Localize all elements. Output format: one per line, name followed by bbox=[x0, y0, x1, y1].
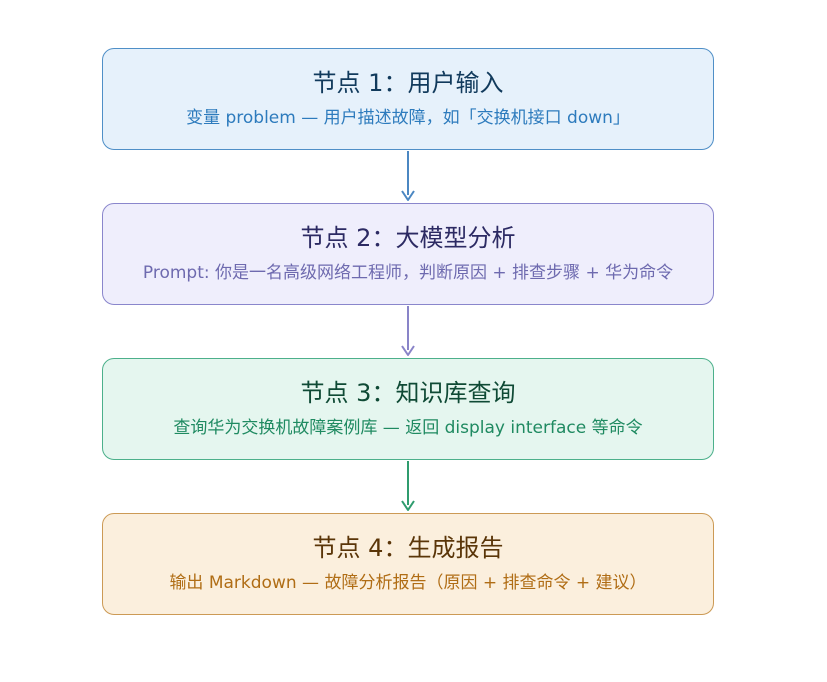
arrow-down-icon bbox=[401, 151, 415, 201]
node-user-input: 节点 1：用户输入 变量 problem — 用户描述故障，如「交换机接口 do… bbox=[102, 48, 714, 150]
node-description: 输出 Markdown — 故障分析报告（原因 + 排查命令 + 建议） bbox=[169, 573, 647, 593]
node-generate-report: 节点 4：生成报告 输出 Markdown — 故障分析报告（原因 + 排查命令… bbox=[102, 513, 714, 615]
node-llm-analysis: 节点 2：大模型分析 Prompt: 你是一名高级网络工程师，判断原因 + 排查… bbox=[102, 203, 714, 305]
node-title: 节点 3：知识库查询 bbox=[300, 379, 516, 407]
node-title: 节点 2：大模型分析 bbox=[300, 224, 516, 252]
arrow-down-icon bbox=[401, 461, 415, 511]
node-description: 变量 problem — 用户描述故障，如「交换机接口 down」 bbox=[186, 108, 630, 128]
node-title: 节点 4：生成报告 bbox=[312, 534, 504, 562]
node-title: 节点 1：用户输入 bbox=[312, 69, 504, 97]
node-knowledge-base: 节点 3：知识库查询 查询华为交换机故障案例库 — 返回 display int… bbox=[102, 358, 714, 460]
node-description: Prompt: 你是一名高级网络工程师，判断原因 + 排查步骤 + 华为命令 bbox=[142, 263, 674, 283]
arrow-down-icon bbox=[401, 306, 415, 356]
node-description: 查询华为交换机故障案例库 — 返回 display interface 等命令 bbox=[173, 418, 643, 438]
